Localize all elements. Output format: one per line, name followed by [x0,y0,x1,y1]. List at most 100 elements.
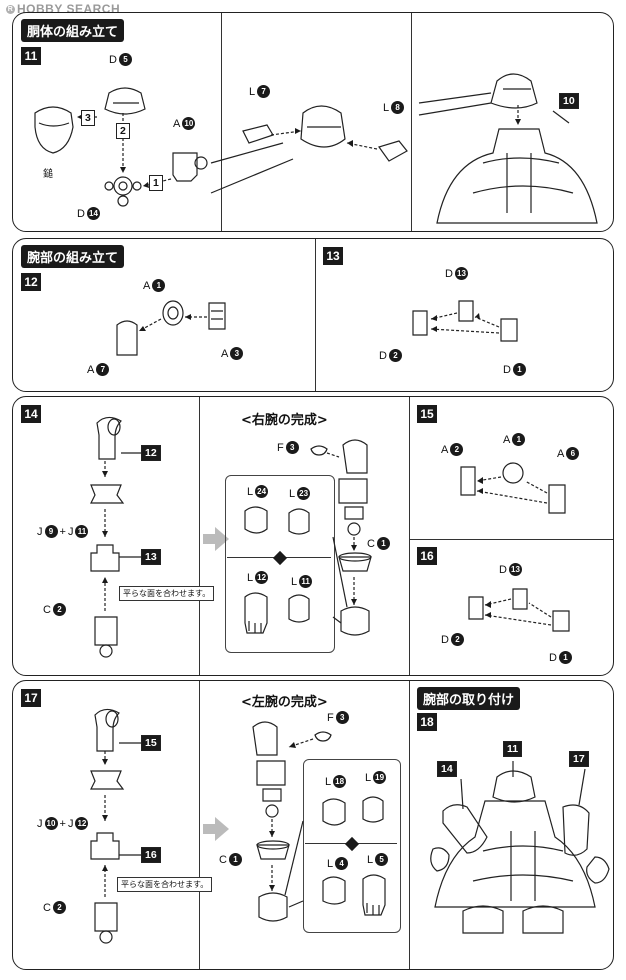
arrow-head [289,742,296,748]
arrow-head [102,865,108,871]
hammer-label: 鎚 [43,169,53,180]
arrow-head [102,815,108,821]
part-drawing [94,902,118,932]
arrow-head [485,601,491,608]
part-drawing [434,800,596,908]
leader-line [418,92,492,104]
part-drawing [442,804,488,854]
arrow-head [431,315,437,321]
ref-box-10: 10 [559,93,579,109]
part-drawing [562,804,590,856]
part-drawing [38,122,70,127]
order-box-1: 1 [149,175,163,191]
part-drawing [105,710,119,728]
left-arm-illustration [90,708,610,944]
part-drawing [512,588,528,610]
step-number: 15 [417,405,437,423]
flat-surface-note: 平らな面を合わせます。 [117,877,213,892]
part-drawing [366,903,380,915]
panel-torso: 胴体の組み立て 11 [12,12,614,232]
arrow-head [485,612,491,618]
divider [409,681,410,969]
part-drawing [94,616,118,646]
arrow-head [120,167,126,173]
leader-line [332,616,342,624]
part-drawing [462,905,504,934]
part-drawing [510,831,536,901]
section-title-attach: 腕部の取り付け [417,687,521,710]
leader-line [460,778,464,810]
part-drawing [458,300,474,322]
part-drawing [472,185,574,194]
ref-box-12: 12 [141,445,161,461]
part-drawing [322,798,346,826]
arrow-head [185,314,191,320]
leader-line [210,142,284,164]
part-drawing [548,484,566,514]
part-drawing [460,466,476,496]
part-drawing [99,930,113,944]
divider [199,397,200,675]
part-drawing [167,306,179,320]
part-drawing [258,892,288,922]
part-drawing [116,320,138,356]
assembly-arrow [524,480,548,494]
part-drawing [248,621,262,633]
part-drawing [552,610,570,632]
part-drawing [586,856,610,884]
part-drawing [90,770,125,790]
part-drawing [99,644,113,658]
arrow-head [351,545,357,551]
part-drawing [340,606,370,636]
arrow-head [102,577,108,583]
divider [199,681,200,969]
part-drawing [430,847,450,872]
step-number: 16 [417,547,437,565]
step-number: 17 [21,689,41,707]
part-drawing [208,302,226,330]
arrow-head [143,182,149,188]
ref-box-14: 14 [437,761,457,777]
part-drawing [344,506,364,520]
arrow-head [475,313,480,319]
part-drawing [256,760,286,786]
part-drawing [256,844,290,860]
part-drawing [262,788,282,802]
order-box-3: 3 [81,110,95,126]
part-drawing [468,596,484,620]
arrow-head [269,885,275,891]
leader-line [210,158,294,194]
part-drawing [252,721,278,756]
assembly-arrow [474,316,500,328]
hand-options-inset [225,475,335,653]
step-number: 13 [323,247,343,265]
step-number: 12 [21,273,41,291]
section-title-torso: 胴体の組み立て [21,19,125,42]
part-drawing [90,544,120,572]
arrow-head [515,119,521,125]
leader-line [552,110,570,124]
part-drawing [322,876,346,905]
part-drawing [104,181,114,191]
torso-illustration [34,73,598,224]
hand-options-inset [303,759,401,933]
